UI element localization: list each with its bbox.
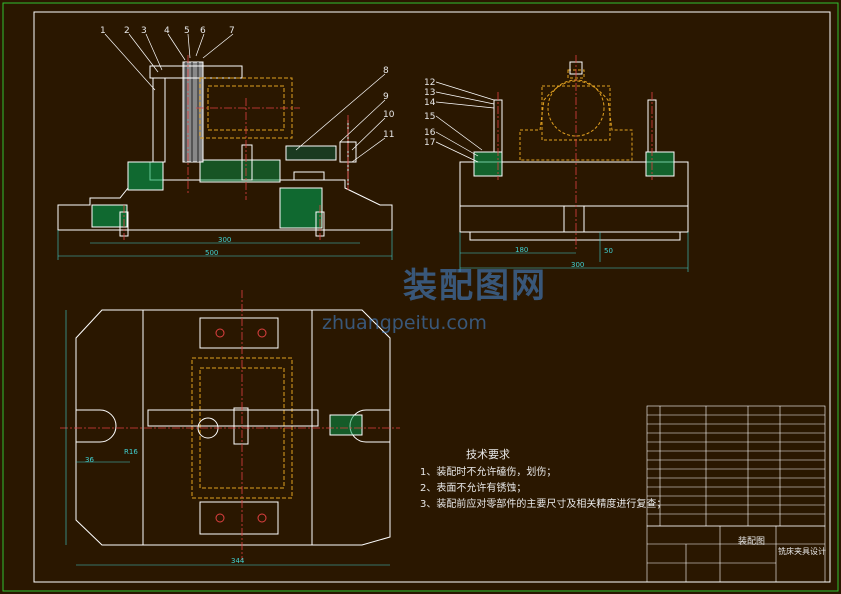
- parts-list: [646, 405, 826, 527]
- callout-16: 16: [424, 128, 436, 138]
- callout-17: 17: [424, 138, 436, 148]
- dim-plan-width: 344: [231, 557, 245, 565]
- callout-12: 12: [424, 78, 436, 88]
- tech-requirement-1: 1、装配时不允许磕伤，划伤；: [420, 467, 557, 478]
- dim-front-inner: 300: [218, 236, 232, 244]
- callout-14: 14: [424, 98, 436, 108]
- dim-plan-slot-radius: R16: [124, 448, 138, 456]
- callout-15: 15: [424, 112, 436, 122]
- callout-13: 13: [424, 88, 436, 98]
- callout-11: 11: [383, 130, 395, 140]
- side-view: [459, 61, 689, 241]
- callout-1: 1: [100, 26, 106, 36]
- dim-side-height: 50: [604, 247, 613, 255]
- title-block-project: 铣床夹具设计: [778, 547, 826, 556]
- dim-front-total: 500: [205, 249, 219, 257]
- dim-side-left: 180: [515, 246, 529, 254]
- title-block: [646, 525, 826, 583]
- callout-3: 3: [141, 26, 147, 36]
- tech-requirement-2: 2、表面不允许有锈蚀；: [420, 483, 527, 494]
- callout-5: 5: [184, 26, 190, 36]
- callout-7: 7: [229, 26, 235, 36]
- inner-border: [33, 11, 831, 583]
- plan-view: [75, 309, 391, 546]
- callout-2: 2: [124, 26, 130, 36]
- callout-10: 10: [383, 110, 395, 120]
- callout-6: 6: [200, 26, 206, 36]
- watermark-url: zhuangpeitu.com: [322, 312, 487, 334]
- front-view: [57, 61, 393, 237]
- callout-9: 9: [383, 92, 389, 102]
- dim-side-total: 300: [571, 261, 585, 269]
- title-block-drawing-name: 装配图: [738, 537, 766, 547]
- tech-requirements-title: 技术要求: [466, 448, 510, 461]
- tech-requirement-3: 3、装配前应对零部件的主要尺寸及相关精度进行复查；: [420, 499, 667, 510]
- callout-4: 4: [164, 26, 170, 36]
- watermark-title: 装配图网: [403, 266, 547, 306]
- dim-plan-slot-offset: 36: [85, 456, 94, 464]
- callout-8: 8: [383, 66, 389, 76]
